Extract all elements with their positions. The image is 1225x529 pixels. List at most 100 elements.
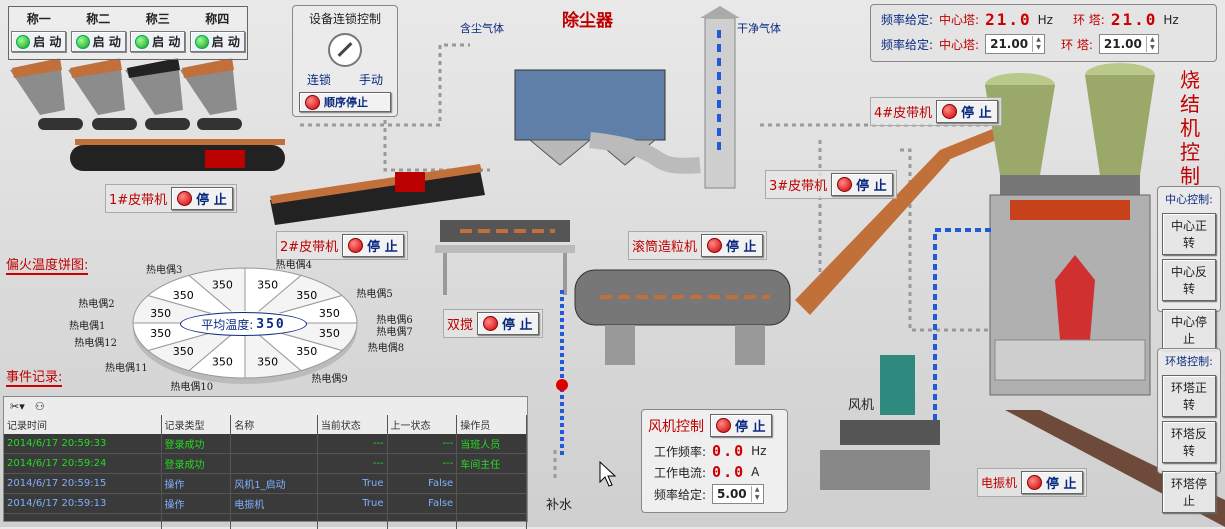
center-freq-display: 21.0 [985, 10, 1032, 29]
makeup-water-label: 补水 [546, 494, 572, 513]
scale-name-1: 称一 [27, 10, 51, 27]
center-forward-button[interactable]: 中心正转 [1162, 213, 1216, 255]
interlock-mode-manual: 手动 [359, 71, 383, 88]
scale-name-2: 称二 [86, 10, 110, 27]
thermocouple-label: 热电偶7 [376, 323, 412, 338]
pie-slice-value: 350 [173, 289, 194, 302]
center-freq-input[interactable]: 21.00▲▼ [985, 34, 1045, 54]
vibrator-control: 电振机 停 止 [977, 468, 1087, 497]
table-cell [231, 434, 318, 454]
belt-3-control: 3#皮带机 停 止 [765, 170, 897, 199]
scale-1-start-button[interactable]: 启 动 [11, 31, 66, 52]
table-cell: --- [317, 454, 387, 474]
pie-slice-value: 350 [296, 289, 317, 302]
belt-3-stop-button[interactable]: 停 止 [831, 173, 893, 196]
pie-slice-value: 350 [212, 355, 233, 368]
scale-3-start-button[interactable]: 启 动 [130, 31, 185, 52]
binoculars-icon[interactable]: ⚇ [35, 400, 45, 413]
stop-indicator-icon [707, 238, 722, 253]
avg-temp-badge: 平均温度: 350 [180, 312, 307, 336]
center-freq-unit: Hz [1038, 13, 1053, 27]
pie-slice-value: 350 [319, 307, 340, 320]
run-indicator-icon [16, 35, 30, 49]
fan-stop-button[interactable]: 停 止 [710, 414, 772, 437]
pie-slice-value: 350 [150, 307, 171, 320]
thermocouple-label: 热电偶2 [78, 295, 114, 310]
run-indicator-icon [135, 35, 149, 49]
run-indicator-icon [76, 35, 90, 49]
fan-control-title: 风机控制 [648, 416, 704, 436]
stop-indicator-icon [837, 177, 852, 192]
drum-granulator-stop-button[interactable]: 停 止 [701, 234, 763, 257]
ring-forward-button[interactable]: 环塔正转 [1162, 375, 1216, 417]
interlock-knob-icon[interactable] [328, 33, 362, 67]
pie-slice-value: 350 [296, 345, 317, 358]
stop-indicator-icon [716, 418, 731, 433]
event-section-title: 事件记录: [6, 366, 62, 387]
stop-indicator-icon [305, 95, 320, 110]
column-header[interactable]: 记录时间 [4, 415, 161, 434]
run-indicator-icon [195, 35, 209, 49]
interlock-panel: 设备连锁控制 连锁 手动 顺序停止 [292, 5, 398, 117]
sinter-control-title: 烧结机控制 [1180, 68, 1200, 188]
belt-4-stop-button[interactable]: 停 止 [936, 100, 998, 123]
spinner-arrows-icon[interactable]: ▲▼ [1146, 36, 1158, 52]
pie-slice-value: 350 [212, 279, 233, 292]
column-header[interactable]: 名称 [231, 415, 318, 434]
thermocouple-label: 热电偶11 [105, 359, 148, 374]
table-cell: 车间主任 [457, 454, 527, 474]
table-cell: --- [387, 454, 457, 474]
pie-slice-value: 350 [257, 279, 278, 292]
table-cell [457, 494, 527, 514]
filter-icon[interactable]: ✂▾ [10, 400, 25, 413]
ring-freq-unit: Hz [1163, 13, 1178, 27]
thermocouple-label: 热电偶5 [356, 285, 392, 300]
table-cell [231, 454, 318, 474]
center-reverse-button[interactable]: 中心反转 [1162, 259, 1216, 301]
table-cell: 2014/6/17 20:59:33 [4, 434, 161, 454]
table-cell: 电振机 [231, 494, 318, 514]
stop-indicator-icon [177, 191, 192, 206]
belt-2-stop-button[interactable]: 停 止 [342, 234, 404, 257]
fan-setpoint-input[interactable]: 5.00▲▼ [712, 484, 764, 504]
table-cell: False [387, 494, 457, 514]
vibrator-stop-button[interactable]: 停 止 [1021, 471, 1083, 494]
center-control-panel: 中心控制: 中心正转 中心反转 中心停止 [1157, 186, 1221, 312]
ring-control-title: 环塔控制: [1158, 353, 1220, 369]
pie-slice-value: 350 [257, 355, 278, 368]
table-cell: 登录成功 [161, 454, 231, 474]
ring-freq-input[interactable]: 21.00▲▼ [1099, 34, 1159, 54]
belt-1-stop-button[interactable]: 停 止 [171, 187, 233, 210]
sequence-stop-button[interactable]: 顺序停止 [299, 92, 391, 112]
mixer-stop-button[interactable]: 停 止 [477, 312, 539, 335]
drum-granulator-label: 滚筒造粒机 [632, 236, 697, 255]
column-header[interactable]: 上一状态 [387, 415, 457, 434]
table-cell [457, 474, 527, 494]
spinner-arrows-icon[interactable]: ▲▼ [751, 486, 763, 502]
column-header[interactable]: 当前状态 [317, 415, 387, 434]
ring-stop-button[interactable]: 环塔停止 [1162, 471, 1216, 513]
belt-1-label: 1#皮带机 [109, 189, 167, 208]
table-cell: 登录成功 [161, 434, 231, 454]
scale-4-start-button[interactable]: 启 动 [190, 31, 245, 52]
stop-indicator-icon [483, 316, 498, 331]
center-stop-button[interactable]: 中心停止 [1162, 309, 1216, 351]
scale-2-start-button[interactable]: 启 动 [71, 31, 126, 52]
ring-reverse-button[interactable]: 环塔反转 [1162, 421, 1216, 463]
belt-2-label: 2#皮带机 [280, 236, 338, 255]
table-cell: --- [317, 434, 387, 454]
fan-machine-label: 风机 [848, 394, 874, 413]
stop-indicator-icon [1027, 475, 1042, 490]
table-cell: 操作 [161, 494, 231, 514]
ring-control-panel: 环塔控制: 环塔正转 环塔反转 环塔停止 [1157, 348, 1221, 474]
table-cell: --- [387, 434, 457, 454]
spinner-arrows-icon[interactable]: ▲▼ [1032, 36, 1044, 52]
freq-label-1: 频率给定: [881, 11, 933, 28]
table-cell: 2014/6/17 20:59:15 [4, 474, 161, 494]
column-header[interactable]: 记录类型 [161, 415, 231, 434]
column-header[interactable]: 操作员 [457, 415, 527, 434]
